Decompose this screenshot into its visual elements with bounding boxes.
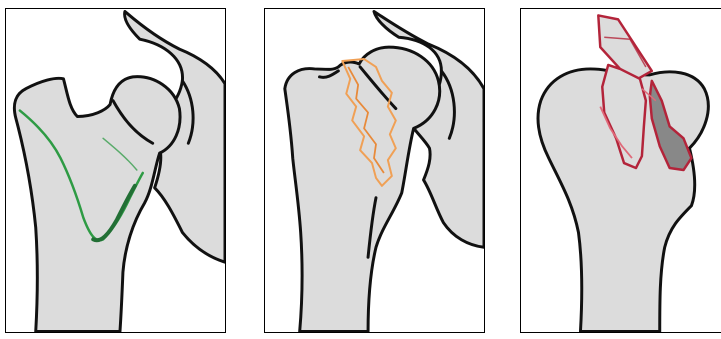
diagram-panel-1 (5, 8, 226, 333)
femur-diagram-1 (6, 9, 225, 332)
femur-shape (14, 77, 180, 332)
diagram-panel-3 (520, 8, 721, 333)
diagram-panel-2 (264, 8, 485, 333)
femur-shape (285, 47, 440, 331)
femur-diagram-2 (265, 9, 484, 332)
femur-diagram-3 (521, 9, 721, 332)
